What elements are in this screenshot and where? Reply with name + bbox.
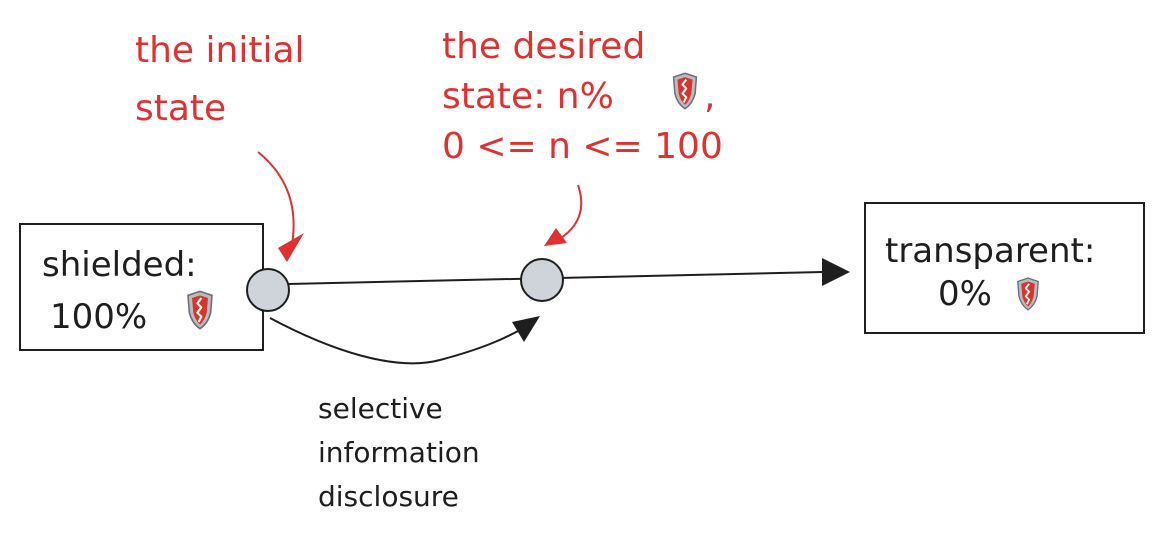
edge-label-line2: information xyxy=(318,436,480,469)
shielded-box xyxy=(19,223,264,351)
initial-state-node xyxy=(246,268,290,312)
shielded-value: 100% xyxy=(50,297,147,337)
main-arrowhead xyxy=(822,258,850,286)
desired-state-node xyxy=(520,258,564,302)
transparent-value: 0% xyxy=(938,274,992,314)
transparent-label: transparent: xyxy=(885,231,1095,271)
annotation-desired-line1: the desired xyxy=(442,26,645,67)
annotation-desired-line2: state: n% xyxy=(442,76,614,117)
annotation-desired-comma: , xyxy=(704,76,715,117)
annotation-arrow-desired xyxy=(557,184,583,241)
disclosure-arrow-curve xyxy=(269,317,521,365)
annotation-desired-line3: 0 <= n <= 100 xyxy=(442,126,723,167)
disclosure-arrowhead xyxy=(512,316,540,342)
shield-icon xyxy=(672,72,698,110)
edge-label-line1: selective xyxy=(318,392,443,425)
annotation-arrowhead-initial xyxy=(278,233,304,262)
edge-label-line3: disclosure xyxy=(318,480,459,513)
annotation-initial-line2: state xyxy=(135,88,226,129)
shielded-label: shielded: xyxy=(42,245,197,285)
transparent-box xyxy=(864,202,1145,334)
annotation-initial-line1: the initial xyxy=(135,30,305,71)
annotation-arrowhead-desired xyxy=(544,228,567,246)
